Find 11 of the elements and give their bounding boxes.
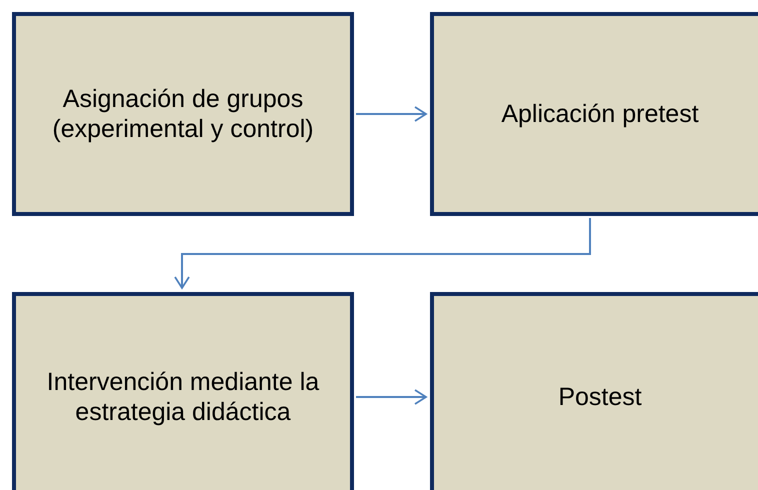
box-label: Aplicación pretest [501,99,699,129]
process-box [12,292,354,490]
box-label: Asignación de grupos (experimental y control) [51,84,315,144]
process-box [12,12,354,216]
arrow [356,389,427,405]
box-label: Intervención mediante la estrategia didáctica [46,367,320,427]
arrow [356,106,427,122]
box-label: Postest [558,382,642,412]
process-box [430,292,758,490]
arrow [174,218,591,289]
process-box [430,12,758,216]
